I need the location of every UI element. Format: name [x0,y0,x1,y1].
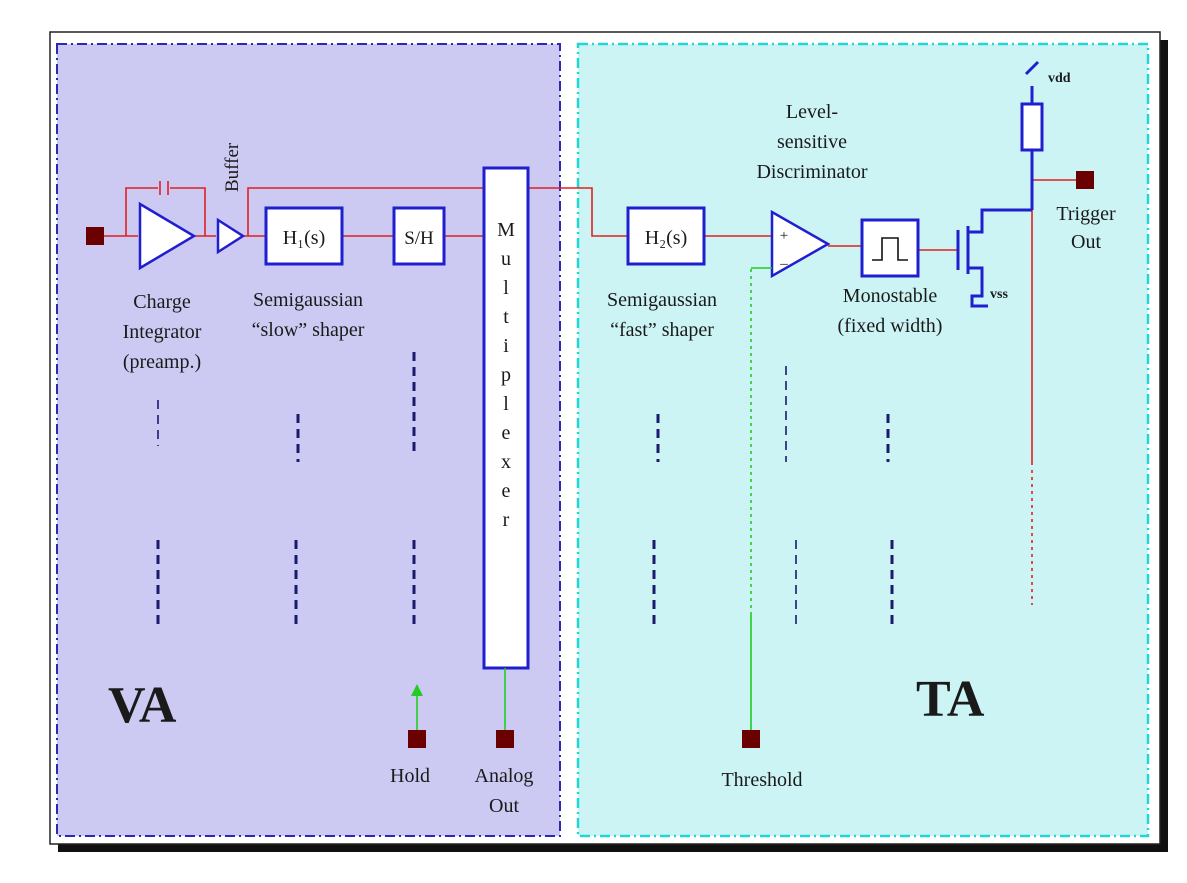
output-transistor [956,150,1034,308]
fast-shaper-line-1: Semigaussian [607,289,717,311]
va-region-label: VA [108,677,177,734]
hold-label: Hold [390,765,430,787]
input-pad [86,227,104,245]
trigger-out-label: Trigger Out [1056,203,1116,253]
monostable-block [860,218,920,278]
fast-shaper-label: Semigaussian “fast” shaper [607,289,717,341]
trigger-out-pad [1076,171,1094,189]
multiplexer-letter: e [502,480,511,502]
pulse-icon [872,237,908,261]
vdd-label: vdd [1048,71,1071,86]
multiplexer-letter: t [503,306,509,328]
charge-integrator-line-1: Charge [133,291,191,313]
comparator-minus: – [779,256,788,272]
trigger-out-line-2: Out [1071,231,1101,253]
multiplexer-block [482,166,530,670]
multiplexer-letter: u [501,248,511,270]
threshold-pad [742,730,760,748]
charge-integrator-label: Charge Integrator (preamp.) [123,291,202,373]
ta-region-label: TA [916,671,985,728]
buffer-label: Buffer [222,142,243,192]
multiplexer-letter: M [497,219,515,241]
multiplexer-letter: e [502,422,511,444]
discriminator-comparator [770,209,831,279]
slow-shaper-line-2: “slow” shaper [252,319,365,341]
charge-integrator-line-3: (preamp.) [123,351,201,373]
analog-out-pad [496,730,514,748]
fast-shaper-line-2: “fast” shaper [610,319,714,341]
multiplexer-letter: l [503,393,509,415]
channel-repeat-dashes [156,352,894,626]
multiplexer-letter: x [501,451,511,473]
discriminator-line-1: Level- [786,101,838,123]
comparator-plus: + [780,228,788,244]
multiplexer-letter: p [501,364,511,386]
discriminator-line-2: sensitive [777,131,847,153]
feedback-capacitor [159,181,169,195]
va-region [56,43,561,837]
charge-integrator-amplifier [138,201,197,271]
monostable-label: Monostable (fixed width) [838,285,943,337]
control-lines [416,267,772,730]
buffer-amplifier [216,217,246,255]
analog-out-line-2: Out [489,795,519,817]
h2-shaper-block [626,206,706,266]
monostable-line-1: Monostable [843,285,938,307]
hold-pad [408,730,426,748]
signal-lines [104,179,1076,605]
sample-hold-label: S/H [404,228,434,249]
discriminator-line-3: Discriminator [756,161,867,183]
h1-shaper-block [264,206,344,266]
h1-label: H₁(s) [283,227,326,249]
pullup-resistor [1020,60,1044,152]
monostable-line-2: (fixed width) [838,315,943,337]
multiplexer-letter: l [503,277,509,299]
threshold-label: Threshold [721,769,802,791]
ta-region [576,42,1150,838]
charge-integrator-line-2: Integrator [123,321,202,343]
trigger-out-line-1: Trigger [1056,203,1116,225]
analog-out-line-1: Analog [475,765,534,787]
multiplexer-letter: r [503,509,510,531]
slow-shaper-line-1: Semigaussian [253,289,363,311]
slow-shaper-label: Semigaussian “slow” shaper [252,289,365,341]
multiplexer-letter: i [503,335,509,357]
discriminator-label: Level- sensitive Discriminator [756,101,867,183]
h2-label: H₂(s) [645,227,688,249]
sample-hold-block [392,206,446,266]
vss-label: vss [990,287,1008,302]
hold-arrow-icon [411,684,423,696]
analog-out-label: Analog Out [475,765,534,817]
